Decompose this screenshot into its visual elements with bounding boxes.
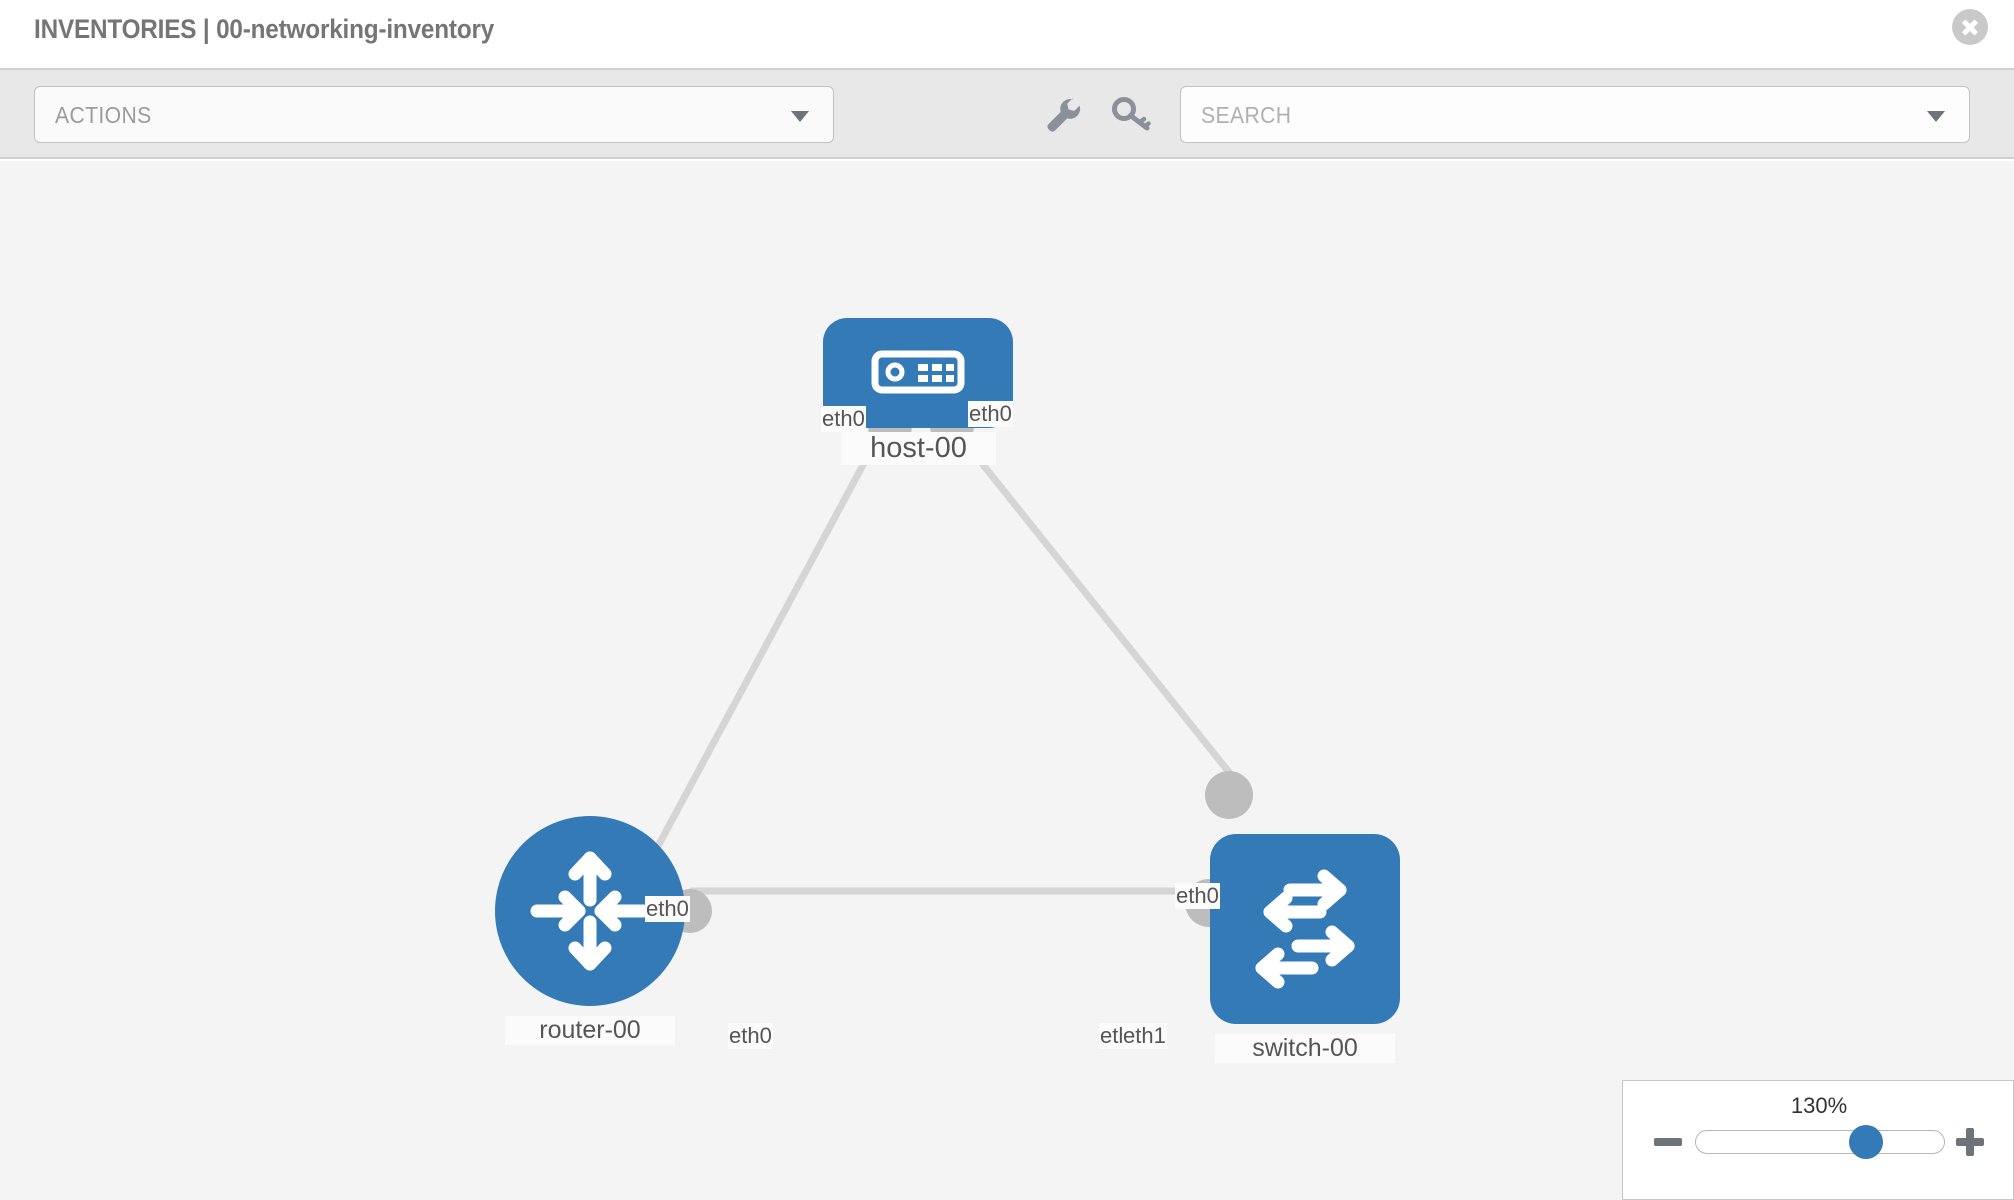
topology-node-switch[interactable]: switch-00 <box>1210 834 1400 1063</box>
zoom-slider-thumb[interactable] <box>1849 1125 1883 1159</box>
edge-label-switch-left-b: eth1 <box>1122 1023 1167 1049</box>
node-switch-shape <box>1210 834 1400 1024</box>
edge-label-router-up: eth0 <box>645 896 690 922</box>
key-icon[interactable] <box>1108 92 1154 138</box>
node-host-label: host-00 <box>841 432 996 465</box>
topology-edges <box>646 423 1243 895</box>
actions-dropdown[interactable]: ACTIONS <box>34 86 834 143</box>
port-switch-top[interactable] <box>1205 771 1253 819</box>
page-title: INVENTORIES | 00-networking-inventory <box>34 14 495 44</box>
topology-canvas[interactable]: host-00 eth0 eth0 <box>0 161 2014 1200</box>
node-switch-label: switch-00 <box>1215 1034 1395 1063</box>
search-placeholder: SEARCH <box>1201 102 1292 128</box>
edge-label-router-right: eth0 <box>728 1023 773 1049</box>
zoom-out-button[interactable] <box>1651 1125 1685 1159</box>
server-icon <box>871 350 965 394</box>
search-input[interactable]: SEARCH <box>1180 86 1970 143</box>
edge-label-host-left: eth0 <box>821 406 866 432</box>
zoom-control-panel: 130% <box>1622 1080 2014 1200</box>
node-router-label: router-00 <box>505 1016 675 1045</box>
zoom-level-value: 130% <box>1790 1093 1848 1118</box>
page-header: INVENTORIES | 00-networking-inventory <box>0 0 2014 70</box>
switch-icon <box>1255 869 1355 989</box>
zoom-in-button[interactable] <box>1953 1125 1987 1159</box>
chevron-down-icon <box>1927 111 1945 122</box>
router-icon <box>530 851 650 971</box>
zoom-slider-track[interactable] <box>1695 1130 1945 1154</box>
edge-label-switch-up: eth0 <box>1175 883 1220 909</box>
toolbar: ACTIONS SEARCH <box>0 70 2014 159</box>
wrench-icon[interactable] <box>1040 92 1086 138</box>
edge-label-host-right: eth0 <box>968 401 1013 427</box>
chevron-down-icon <box>791 111 809 122</box>
close-icon[interactable] <box>1952 9 1988 45</box>
actions-dropdown-label: ACTIONS <box>55 102 152 128</box>
